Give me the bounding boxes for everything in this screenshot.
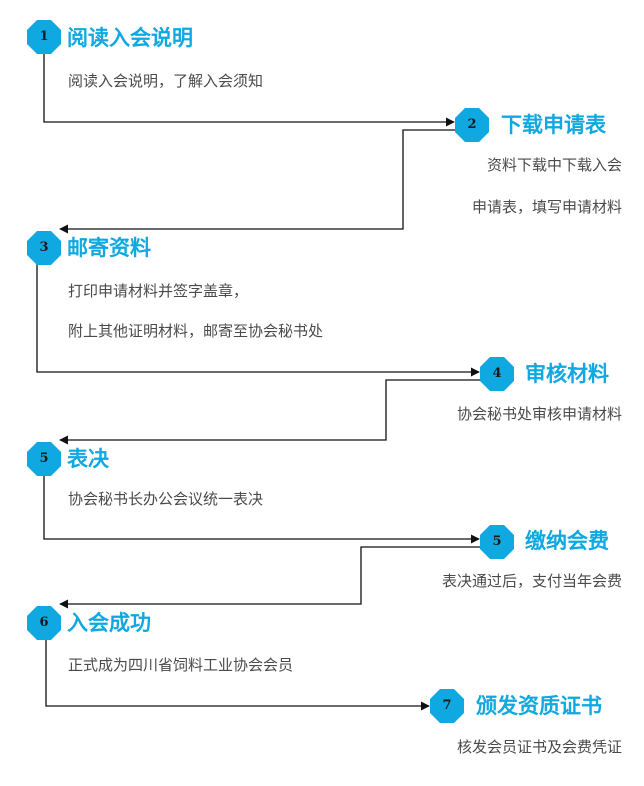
step-7-title: 颁发资质证书 (476, 694, 602, 718)
step-7-desc: 核发会员证书及会费凭证 (456, 738, 622, 756)
connector-6-7 (45, 640, 430, 711)
connector-5-5b (43, 472, 480, 544)
step-4-desc: 协会秘书处审核申请材料 (456, 405, 622, 423)
step-5-desc: 协会秘书长办公会议统一表决 (68, 490, 264, 508)
step-6-desc: 正式成为四川省饲料工业协会会员 (68, 656, 294, 674)
step-number: 1 (39, 29, 49, 44)
step-7-badge: 7 (430, 689, 464, 723)
connector-3-4 (36, 264, 480, 377)
step-number: 7 (442, 698, 452, 713)
connector-2-3 (59, 129, 455, 234)
step-number: 4 (492, 366, 502, 381)
step-3-badge: 3 (27, 231, 61, 265)
step-5b-title: 缴纳会费 (525, 529, 609, 553)
step-2-badge: 2 (455, 108, 489, 142)
step-5b-desc: 表决通过后，支付当年会费 (441, 572, 622, 590)
step-1-badge: 1 (27, 20, 61, 54)
step-5-badge: 5 (27, 442, 61, 476)
step-2-title: 下载申请表 (501, 113, 606, 137)
step-number: 3 (39, 240, 49, 255)
step-4-badge: 4 (480, 357, 514, 391)
step-5b-badge: 5 (480, 525, 514, 559)
step-1-desc: 阅读入会说明，了解入会须知 (68, 72, 264, 90)
connector-4-5 (59, 379, 484, 445)
step-6-badge: 6 (27, 606, 61, 640)
step-1-title: 阅读入会说明 (67, 26, 193, 50)
step-6-title: 入会成功 (67, 611, 151, 635)
step-5-title: 表决 (67, 447, 109, 471)
step-3-title: 邮寄资料 (67, 236, 151, 260)
step-4-title: 审核材料 (525, 362, 609, 386)
step-number: 5 (39, 451, 49, 466)
step-2-desc-line-2: 申请表，填写申请材料 (471, 198, 622, 216)
connector-5b-6 (59, 546, 484, 609)
step-3-desc-line-2: 附上其他证明材料，邮寄至协会秘书处 (68, 322, 324, 340)
step-number: 5 (492, 534, 502, 549)
connector-1-2 (43, 50, 455, 127)
step-2-desc-line-1: 资料下载中下载入会 (486, 156, 622, 174)
step-number: 2 (467, 117, 477, 132)
step-3-desc-line-1: 打印申请材料并签字盖章， (68, 282, 249, 300)
step-number: 6 (39, 615, 49, 630)
